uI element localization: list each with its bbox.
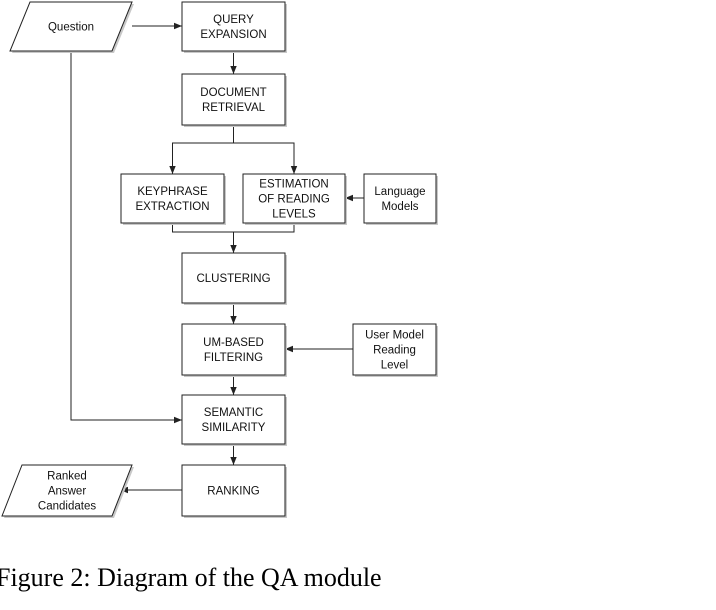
node-ranking: RANKING [181,464,287,518]
edge-arrow [70,51,182,424]
node-keyphrase-extraction: KEYPHRASE EXTRACTION [120,173,226,225]
node-label: SIMILARITY [202,422,266,434]
node-label: OF READING [258,194,330,206]
node-box [181,252,286,304]
node-box [181,1,286,52]
node-estimation-reading-levels: ESTIMATION OF READING LEVELS [242,173,347,225]
node-label: RETRIEVAL [202,102,266,114]
node-label: Question [48,22,94,34]
node-label: KEYPHRASE [137,186,208,198]
edge-arrow [233,142,298,174]
node-label: Language [374,186,425,198]
node-label: FILTERING [204,352,263,364]
node-label: DOCUMENT [200,87,266,99]
node-um-filtering: UM-BASED FILTERING [181,323,287,377]
node-label: Models [381,201,418,213]
node-label: LEVELS [272,209,316,221]
edges [70,22,364,494]
node-box [181,73,286,126]
nodes: Question QUERY EXPANSION DOCUMENT RETRIEVAL K… [1,1,438,518]
node-box [9,1,133,52]
node-question: Question [9,1,134,53]
node-label: Answer [48,486,87,498]
node-label: User Model [365,330,424,342]
node-label: Ranked [47,471,87,483]
node-box [242,173,346,224]
node-query-expansion: QUERY EXPANSION [181,1,287,53]
edge-arrow [169,125,234,174]
node-box [352,323,437,376]
node-label: SEMANTIC [204,407,263,419]
node-label: CLUSTERING [196,273,270,285]
node-box [363,173,437,224]
node-label: Reading [373,345,416,357]
node-label: UM-BASED [203,337,264,349]
node-box [181,323,286,376]
node-label: EXPANSION [200,29,266,41]
node-box [1,464,133,517]
node-label: QUERY [213,14,254,26]
node-semantic-similarity: SEMANTIC SIMILARITY [181,394,287,446]
node-clustering: CLUSTERING [181,252,287,305]
node-box [181,394,286,445]
node-label: EXTRACTION [135,201,209,213]
node-label: Level [381,360,409,372]
node-document-retrieval: DOCUMENT RETRIEVAL [181,73,287,127]
figure-caption: Figure 2: Diagram of the QA module [0,563,382,592]
node-box [120,173,225,224]
node-box [181,464,286,517]
node-label: ESTIMATION [259,179,328,191]
node-label: RANKING [207,486,259,498]
node-label: Candidates [38,501,96,513]
